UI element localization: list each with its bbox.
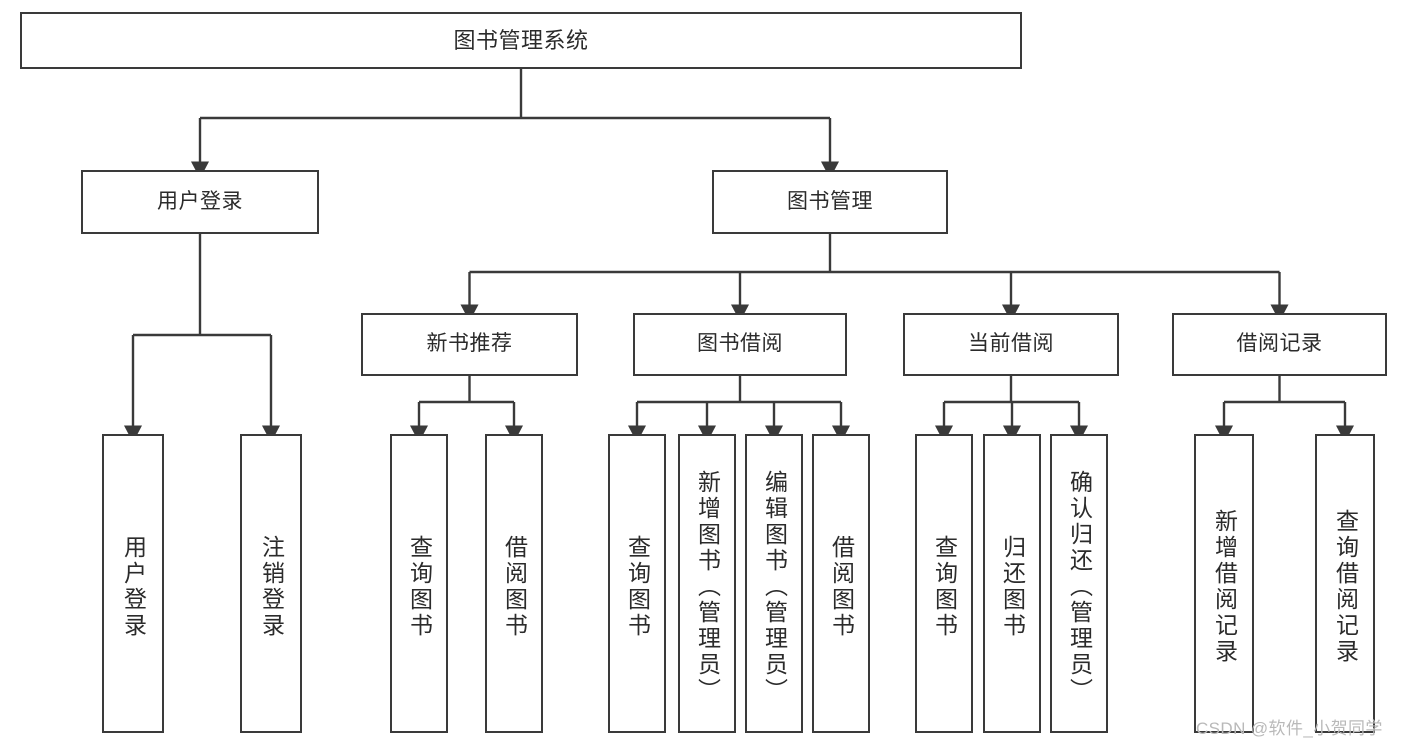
- node-label: 用户登录: [157, 189, 243, 213]
- leaf-add-book-admin[interactable]: 新增图书（管理员）: [678, 434, 736, 733]
- node-label: 确认归还（管理员）: [1066, 469, 1093, 704]
- node-new-book-recommendation[interactable]: 新书推荐: [361, 313, 578, 376]
- node-label: 新书推荐: [426, 332, 513, 356]
- node-label: 编辑图书（管理员）: [761, 469, 788, 704]
- node-current-borrowing[interactable]: 当前借阅: [903, 313, 1119, 376]
- leaf-return-books[interactable]: 归还图书: [983, 434, 1041, 733]
- node-label: 查询图书: [931, 534, 958, 639]
- node-label: 当前借阅: [968, 332, 1054, 356]
- node-label: 查询借阅记录: [1332, 508, 1359, 665]
- leaf-confirm-return-admin[interactable]: 确认归还（管理员）: [1050, 434, 1108, 733]
- node-label: 借阅图书: [501, 534, 528, 639]
- node-book-management[interactable]: 图书管理: [712, 170, 948, 234]
- node-label: 查询图书: [624, 534, 651, 639]
- leaf-edit-book-admin[interactable]: 编辑图书（管理员）: [745, 434, 803, 733]
- node-label: 图书管理: [787, 189, 873, 213]
- node-borrowing-records[interactable]: 借阅记录: [1172, 313, 1387, 376]
- leaf-query-books-borrowing[interactable]: 查询图书: [608, 434, 666, 733]
- node-label: 新增借阅记录: [1211, 508, 1238, 665]
- node-label: 图书管理系统: [453, 27, 589, 53]
- node-label: 用户登录: [120, 534, 147, 639]
- leaf-query-books-current[interactable]: 查询图书: [915, 434, 973, 733]
- node-label: 借阅记录: [1236, 332, 1323, 356]
- leaf-borrow-books-recommendation[interactable]: 借阅图书: [485, 434, 543, 733]
- node-user-login[interactable]: 用户登录: [81, 170, 319, 234]
- node-book-borrowing[interactable]: 图书借阅: [633, 313, 847, 376]
- node-label: 归还图书: [999, 534, 1026, 639]
- node-label: 图书借阅: [697, 332, 783, 356]
- leaf-logout[interactable]: 注销登录: [240, 434, 302, 733]
- leaf-borrow-books-borrowing[interactable]: 借阅图书: [812, 434, 870, 733]
- leaf-user-login[interactable]: 用户登录: [102, 434, 164, 733]
- node-label: 新增图书（管理员）: [694, 469, 721, 704]
- leaf-add-borrowing-record[interactable]: 新增借阅记录: [1194, 434, 1254, 733]
- leaf-query-borrowing-record[interactable]: 查询借阅记录: [1315, 434, 1375, 733]
- leaf-query-books-recommendation[interactable]: 查询图书: [390, 434, 448, 733]
- node-label: 借阅图书: [828, 534, 855, 639]
- node-root-system[interactable]: 图书管理系统: [20, 12, 1022, 69]
- node-label: 查询图书: [406, 534, 433, 639]
- csdn-watermark: CSDN @软件_小贺同学: [1196, 719, 1383, 738]
- node-label: 注销登录: [258, 534, 285, 639]
